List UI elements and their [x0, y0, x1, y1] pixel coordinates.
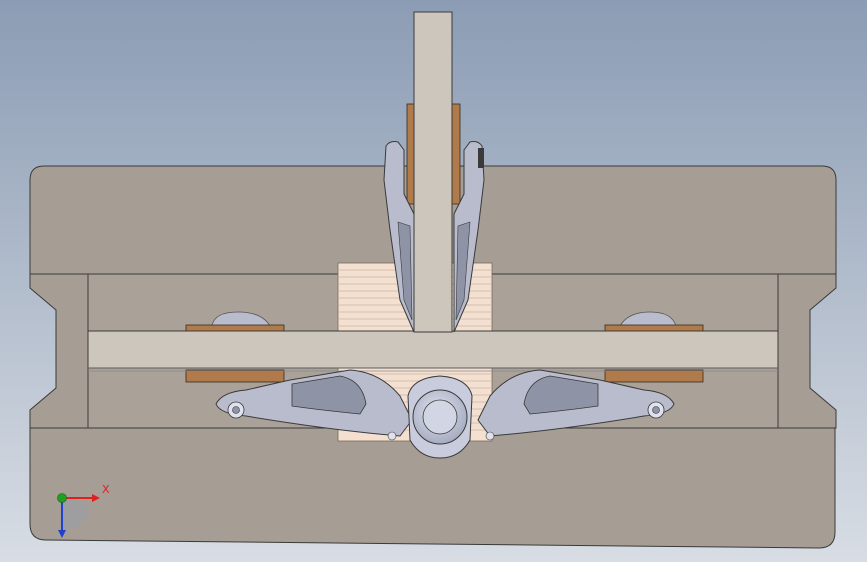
- lower-housing-plate[interactable]: [29, 427, 836, 549]
- hub-left-pin: [387, 431, 397, 441]
- triad-x-arrow: [92, 494, 100, 502]
- coordinate-triad: [57, 493, 100, 538]
- right-side-wall[interactable]: [777, 273, 837, 429]
- clevis-pin: [478, 148, 484, 168]
- right-linkage-arm[interactable]: [477, 369, 675, 437]
- horizontal-crossbar[interactable]: [87, 330, 779, 372]
- left-linkage-arm[interactable]: [215, 369, 413, 437]
- triad-x-label: X: [102, 483, 110, 496]
- central-hub[interactable]: [387, 375, 495, 459]
- triad-y-axis-dot: [57, 493, 67, 503]
- hub-right-pin: [485, 431, 495, 441]
- vertical-shaft[interactable]: [413, 11, 453, 333]
- left-bearing-assembly[interactable]: [185, 311, 285, 383]
- shaft-clevis[interactable]: [383, 141, 485, 333]
- triad-z-arrow: [58, 530, 66, 538]
